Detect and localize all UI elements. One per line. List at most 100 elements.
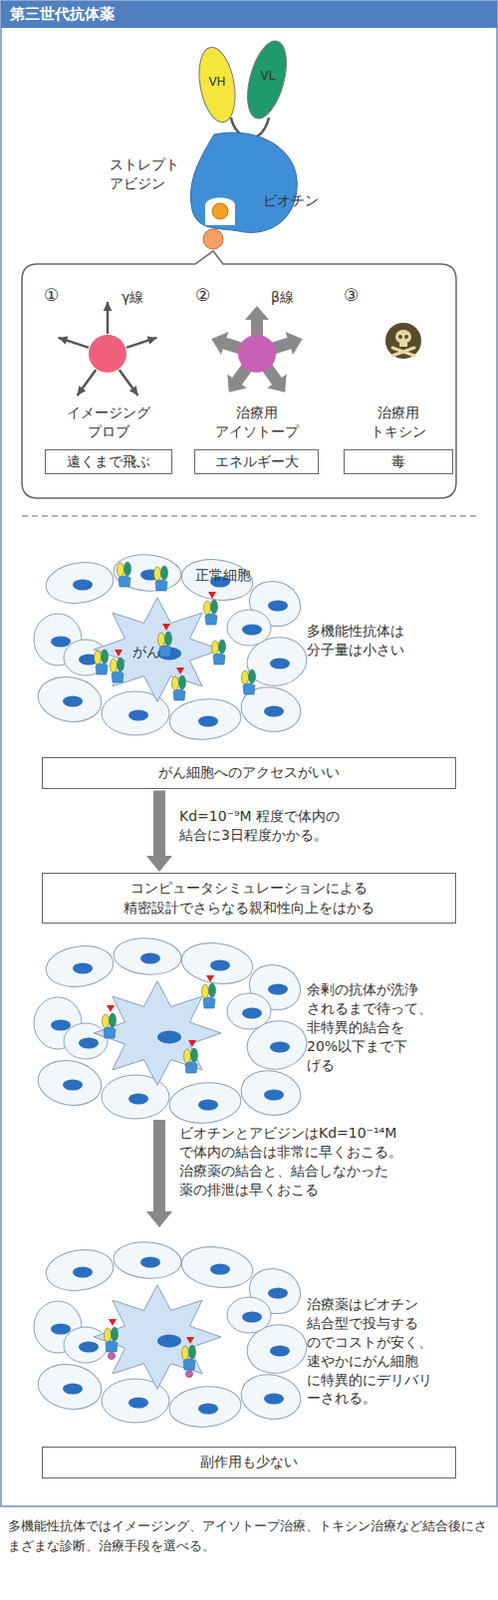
callout-number: ① bbox=[43, 283, 68, 307]
flow-arrow bbox=[146, 1119, 173, 1228]
antibody-vl bbox=[191, 1047, 199, 1062]
nucleus bbox=[269, 658, 290, 670]
payload bbox=[203, 229, 224, 249]
nucleus bbox=[157, 1030, 182, 1044]
antibody-vh bbox=[182, 1345, 190, 1360]
antigen-marker bbox=[176, 667, 185, 675]
toxin bbox=[385, 322, 422, 359]
normal-cell bbox=[179, 1242, 256, 1292]
drug bbox=[186, 1370, 194, 1378]
skull-eye bbox=[404, 334, 409, 339]
antigen-marker bbox=[188, 1039, 197, 1047]
nucleus bbox=[210, 960, 231, 972]
arrowhead bbox=[147, 336, 158, 345]
nucleus bbox=[62, 696, 83, 708]
cell-label: 正常細胞 bbox=[195, 565, 275, 585]
nucleus bbox=[128, 710, 149, 722]
antibody-vh bbox=[202, 984, 210, 998]
nucleus bbox=[72, 1266, 93, 1278]
antigen-marker bbox=[108, 1318, 117, 1326]
drug bbox=[108, 1352, 116, 1360]
nucleus bbox=[198, 716, 219, 728]
antibody-body bbox=[105, 1340, 118, 1352]
label-box: 毒 bbox=[343, 449, 454, 475]
nucleus bbox=[78, 1037, 99, 1049]
nucleus bbox=[267, 1287, 288, 1299]
antigen-marker bbox=[208, 591, 217, 599]
antibody-vh bbox=[104, 1327, 112, 1342]
normal-cell bbox=[63, 1022, 108, 1059]
nucleus bbox=[267, 600, 288, 612]
normal-cell bbox=[167, 1383, 243, 1430]
nucleus bbox=[263, 1089, 284, 1101]
imaging-probe bbox=[88, 334, 127, 373]
cancer-cell bbox=[93, 981, 222, 1085]
box-text: 副作用も少ない bbox=[50, 1452, 448, 1473]
arrowhead bbox=[76, 385, 86, 396]
nucleus bbox=[269, 1345, 290, 1357]
antibody-vl bbox=[219, 639, 227, 654]
antibody-vl bbox=[249, 669, 256, 684]
antibody-vl bbox=[117, 657, 125, 672]
arrowhead bbox=[103, 301, 113, 311]
antibody-body bbox=[183, 1358, 196, 1370]
normal-cell bbox=[227, 1296, 271, 1333]
payload-panel bbox=[21, 250, 457, 498]
nucleus bbox=[62, 1383, 83, 1395]
box-text: がん細胞へのアクセスがいい bbox=[50, 762, 448, 783]
normal-cell bbox=[238, 1369, 305, 1424]
flow-arrow bbox=[146, 790, 173, 872]
antibody-vl bbox=[179, 675, 187, 690]
antibody-body bbox=[185, 1061, 198, 1073]
antibody-vl bbox=[209, 983, 217, 997]
nucleus bbox=[62, 1079, 83, 1091]
normal-cell bbox=[43, 941, 117, 991]
label-box: 遠くまで飛ぶ bbox=[44, 449, 173, 475]
antigen-marker bbox=[106, 1004, 115, 1012]
antibody-vh bbox=[117, 562, 125, 577]
antigen-marker bbox=[186, 1336, 195, 1344]
caption: 多機能性抗体ではイメージング、アイソトープ治療、トキシン治療など結合後にさまざま… bbox=[7, 1515, 491, 1555]
antibody-vh bbox=[184, 1048, 192, 1063]
antibody-vl bbox=[101, 649, 109, 664]
cell-label: がん bbox=[132, 642, 173, 662]
nucleus bbox=[242, 1311, 262, 1323]
normal-cell bbox=[238, 1065, 305, 1120]
nucleus bbox=[263, 706, 284, 718]
title-bar bbox=[0, 0, 498, 28]
item-heading: イメージング プロブ bbox=[62, 403, 155, 442]
normal-cell bbox=[238, 682, 305, 737]
payload-item: 治療用 トキシン毒 bbox=[343, 403, 454, 475]
nucleus bbox=[157, 1334, 182, 1348]
process-box: がん細胞へのアクセスがいい bbox=[41, 756, 457, 789]
crossbone bbox=[392, 347, 415, 356]
nucleus bbox=[128, 1397, 149, 1409]
part-label: ビオチン bbox=[262, 191, 343, 211]
gamma-ray bbox=[119, 369, 139, 396]
frame bbox=[0, 0, 498, 1506]
domain-label: VL bbox=[252, 67, 283, 84]
normal-cell bbox=[112, 552, 183, 594]
payload-item: イメージング プロブ遠くまで飛ぶ bbox=[44, 403, 173, 475]
antibody-vh bbox=[172, 676, 180, 691]
nucleus bbox=[242, 624, 262, 636]
antibody-vl bbox=[111, 1326, 119, 1341]
antigen-marker bbox=[114, 649, 123, 657]
arrowhead bbox=[58, 336, 69, 345]
normal-cell bbox=[167, 1079, 243, 1126]
antibody-body bbox=[103, 1026, 116, 1038]
gamma-ray bbox=[76, 369, 96, 396]
antibody-body bbox=[159, 645, 172, 657]
normal-cell bbox=[43, 557, 117, 607]
normal-cell bbox=[167, 696, 243, 743]
crossbone bbox=[392, 347, 415, 356]
normal-cell bbox=[63, 1326, 108, 1363]
antigen-marker bbox=[206, 975, 215, 983]
process-box: コンピュータシミュレーションによる 精密設計でさらなる親和性向上をはかる bbox=[41, 872, 457, 924]
note: 治療薬はビオチン 結合型で投与する のでコストが安く、 速やかにがん細胞 に特異… bbox=[306, 1294, 441, 1408]
domain-label: VH bbox=[202, 73, 233, 90]
ray-label: β線 bbox=[270, 287, 311, 307]
nucleus bbox=[50, 1323, 71, 1335]
